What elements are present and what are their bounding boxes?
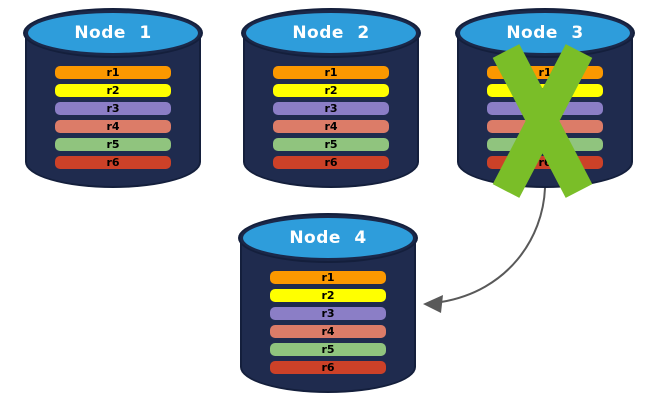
node-4-cylinder-top bbox=[240, 215, 416, 261]
node-1-rows: r1 r2 r3 r4 r5 r6 bbox=[55, 66, 171, 169]
node-2-cylinder-top bbox=[243, 10, 419, 56]
row-r6: r6 bbox=[273, 156, 389, 169]
row-r6: r6 bbox=[55, 156, 171, 169]
row-r5: r5 bbox=[55, 138, 171, 151]
node-3: Node 3 r1 r2 r3 r4 r5 r6 bbox=[457, 10, 633, 198]
row-r2: r2 bbox=[55, 84, 171, 97]
failure-x-icon bbox=[492, 44, 593, 198]
node-4-title: Node 4 bbox=[289, 228, 367, 248]
node-4: Node 4 r1 r2 r3 r4 r5 r6 bbox=[240, 215, 416, 393]
node-4-rows: r1 r2 r3 r4 r5 r6 bbox=[270, 271, 386, 374]
node-2: Node 2 r1 r2 r3 r4 r5 r6 bbox=[243, 10, 419, 188]
node-3-cylinder-top bbox=[457, 10, 633, 56]
row-r5: r5 bbox=[273, 138, 389, 151]
row-r4: r4 bbox=[273, 120, 389, 133]
node-2-title: Node 2 bbox=[292, 23, 370, 43]
row-r4: r4 bbox=[55, 120, 171, 133]
node-3-title: Node 3 bbox=[506, 23, 584, 43]
row-r1: r1 bbox=[55, 66, 171, 79]
row-r3: r3 bbox=[273, 102, 389, 115]
row-r3: r3 bbox=[55, 102, 171, 115]
row-r2: r2 bbox=[273, 84, 389, 97]
row-r1: r1 bbox=[270, 271, 386, 284]
row-r6: r6 bbox=[270, 361, 386, 374]
node-1-title: Node 1 bbox=[74, 23, 152, 43]
node-2-rows: r1 r2 r3 r4 r5 r6 bbox=[273, 66, 389, 169]
node-1-cylinder-top bbox=[25, 10, 201, 56]
row-r3: r3 bbox=[270, 307, 386, 320]
node-1: Node 1 r1 r2 r3 r4 r5 r6 bbox=[25, 10, 201, 188]
row-r4: r4 bbox=[270, 325, 386, 338]
arrowhead-icon bbox=[423, 295, 443, 313]
row-r1: r1 bbox=[273, 66, 389, 79]
row-r2: r2 bbox=[270, 289, 386, 302]
row-r5: r5 bbox=[270, 343, 386, 356]
